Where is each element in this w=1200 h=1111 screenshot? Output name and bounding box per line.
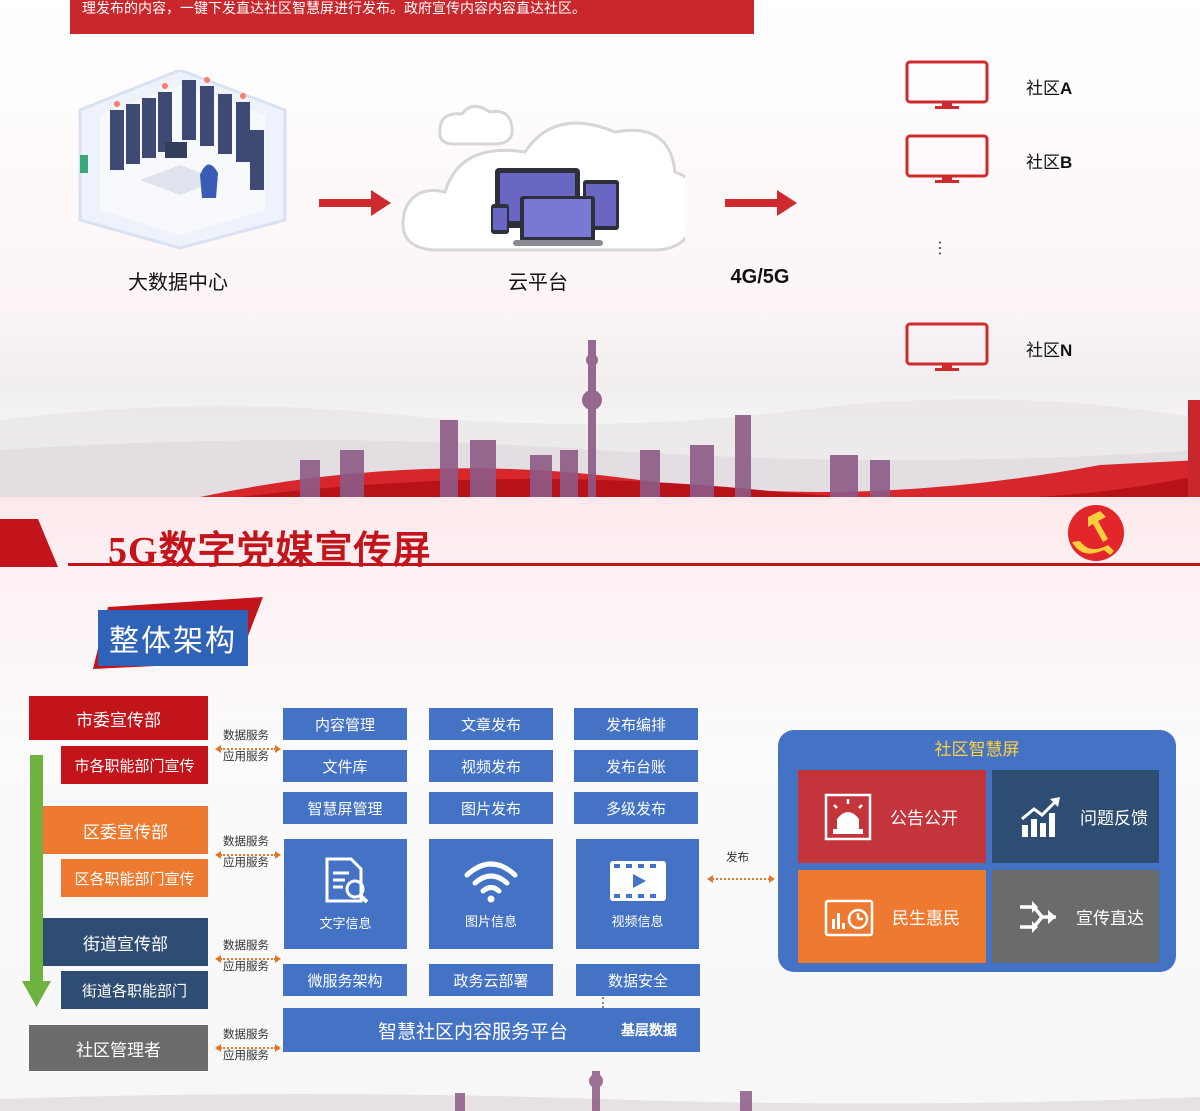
bidirectional-arrow xyxy=(215,745,281,753)
publish-label: 发布 xyxy=(726,852,749,864)
city-functional-depts: 市各职能部门宣传 xyxy=(61,746,208,784)
module-file-library: 文件库 xyxy=(283,750,407,782)
data-center-label: 大数据中心 xyxy=(128,272,228,294)
data-center-illustration xyxy=(78,70,287,250)
cloud-platform-label: 云平台 xyxy=(508,272,568,294)
monitor-icon xyxy=(905,322,989,371)
module-gov-cloud: 政务云部署 xyxy=(429,964,553,996)
community-b-label: 社区B xyxy=(1026,153,1073,172)
smart-screen-title: 社区智慧屏 xyxy=(934,740,1020,759)
video-info-box: 视频信息 xyxy=(576,839,699,949)
down-arrow-icon xyxy=(22,755,51,1007)
street-propaganda-dept: 街道宣传部 xyxy=(43,918,208,966)
text-info-box: 文字信息 xyxy=(284,839,407,949)
network-label: 4G/5G xyxy=(730,266,790,288)
tile-direct-propaganda: 宣传直达 xyxy=(992,870,1159,963)
monitor-icon xyxy=(905,134,989,183)
module-multilevel-publish: 多级发布 xyxy=(574,792,698,824)
dashboard-icon xyxy=(824,899,874,936)
service-label: 数据服务应用服务 xyxy=(223,730,269,763)
community-manager: 社区管理者 xyxy=(29,1025,208,1071)
merge-arrows-icon xyxy=(1020,900,1056,933)
header-corner-decoration xyxy=(0,519,58,567)
bidirectional-arrow xyxy=(215,851,281,859)
bottom-skyline-decoration xyxy=(0,1071,1200,1111)
monitor-icon xyxy=(905,60,989,109)
top-panel: 理发布的内容，一键下发直达社区智慧屏进行发布。政府宣传内容内容直达社区。 xyxy=(0,0,1200,497)
module-article-publish: 文章发布 xyxy=(429,708,553,740)
bidirectional-arrow xyxy=(215,1044,281,1052)
alarm-light-icon xyxy=(824,793,872,840)
module-publish-ledger: 发布台账 xyxy=(574,750,698,782)
module-image-publish: 图片发布 xyxy=(429,792,553,824)
city-skyline-decoration xyxy=(0,340,1200,497)
bottom-panel: 5G数字党媒宣传屏 整体架构 市委宣传部 市各职能部门宣传 区委宣传部 区各职能… xyxy=(0,497,1200,1111)
wifi-icon xyxy=(464,861,518,902)
service-label: 数据服务应用服务 xyxy=(223,940,269,973)
tile-livelihood: 民生惠民 xyxy=(798,870,986,963)
bidirectional-arrow xyxy=(215,955,281,963)
module-microservice: 微服务架构 xyxy=(283,964,407,996)
service-label: 数据服务应用服务 xyxy=(223,1029,269,1062)
cloud-devices-illustration xyxy=(401,105,685,252)
module-screen-management: 智慧屏管理 xyxy=(283,792,407,824)
service-label: 数据服务应用服务 xyxy=(223,836,269,869)
city-propaganda-dept: 市委宣传部 xyxy=(29,696,208,740)
tile-feedback: 问题反馈 xyxy=(992,770,1159,863)
section-title: 整体架构 xyxy=(98,610,248,666)
street-functional-depts: 街道各职能部门 xyxy=(61,971,208,1009)
module-video-publish: 视频发布 xyxy=(429,750,553,782)
community-n-label: 社区N xyxy=(1026,341,1073,360)
tile-announcement: 公告公开 xyxy=(798,770,986,863)
base-data-label: 基层数据 xyxy=(621,1022,677,1038)
chart-up-icon xyxy=(1021,796,1060,837)
district-propaganda-dept: 区委宣传部 xyxy=(43,806,208,854)
video-play-icon xyxy=(609,860,666,901)
title-underline xyxy=(68,563,1200,566)
module-publish-arrange: 发布编排 xyxy=(574,708,698,740)
arrow-right-icon xyxy=(725,190,797,216)
platform-bar: 智慧社区内容服务平台 基层数据 xyxy=(283,1008,700,1052)
module-data-security: 数据安全 xyxy=(576,964,700,996)
platform-title: 智慧社区内容服务平台 xyxy=(378,1022,569,1043)
top-banner: 理发布的内容，一键下发直达社区智慧屏进行发布。政府宣传内容内容直达社区。 xyxy=(70,0,754,34)
module-content-management: 内容管理 xyxy=(283,708,407,740)
connector xyxy=(602,997,604,1008)
arrow-right-icon xyxy=(319,190,391,216)
ellipsis: ⋮ xyxy=(932,240,948,257)
bidirectional-arrow xyxy=(707,875,775,883)
party-emblem-icon xyxy=(1068,505,1124,561)
document-search-icon xyxy=(325,857,368,903)
image-info-box: 图片信息 xyxy=(429,839,553,949)
district-functional-depts: 区各职能部门宣传 xyxy=(61,859,208,897)
community-a-label: 社区A xyxy=(1026,79,1073,98)
